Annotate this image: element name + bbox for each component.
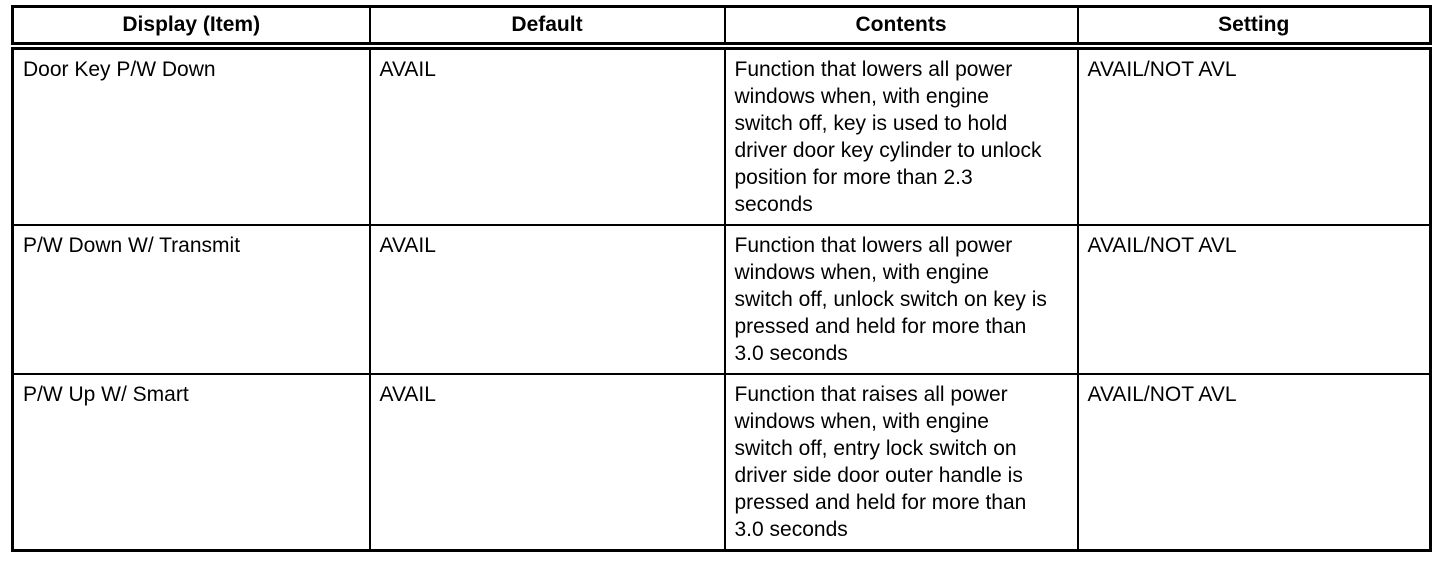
cell-contents: Function that raises all power windows w… xyxy=(723,373,1079,552)
col-header-contents: Contents xyxy=(723,5,1079,50)
header-row: Display (Item) Default Contents Setting xyxy=(11,5,1432,50)
cell-display-item: Door Key P/W Down xyxy=(11,45,371,226)
table-row: Door Key P/W Down AVAIL Function that lo… xyxy=(11,45,1432,226)
col-header-default: Default xyxy=(368,5,726,50)
cell-setting: AVAIL/NOT AVL xyxy=(1076,224,1432,375)
table-row: P/W Down W/ Transmit AVAIL Function that… xyxy=(11,224,1432,375)
cell-display-item: P/W Up W/ Smart xyxy=(11,373,371,552)
table-row: P/W Up W/ Smart AVAIL Function that rais… xyxy=(11,373,1432,552)
cell-setting: AVAIL/NOT AVL xyxy=(1076,45,1432,226)
cell-setting: AVAIL/NOT AVL xyxy=(1076,373,1432,552)
customize-settings-table: Display (Item) Default Contents Setting … xyxy=(11,5,1432,552)
cell-display-item: P/W Down W/ Transmit xyxy=(11,224,371,375)
col-header-setting: Setting xyxy=(1076,5,1432,50)
cell-default: AVAIL xyxy=(368,45,726,226)
cell-contents: Function that lowers all power windows w… xyxy=(723,224,1079,375)
cell-contents: Function that lowers all power windows w… xyxy=(723,45,1079,226)
col-header-display-item: Display (Item) xyxy=(11,5,371,50)
cell-default: AVAIL xyxy=(368,373,726,552)
cell-default: AVAIL xyxy=(368,224,726,375)
